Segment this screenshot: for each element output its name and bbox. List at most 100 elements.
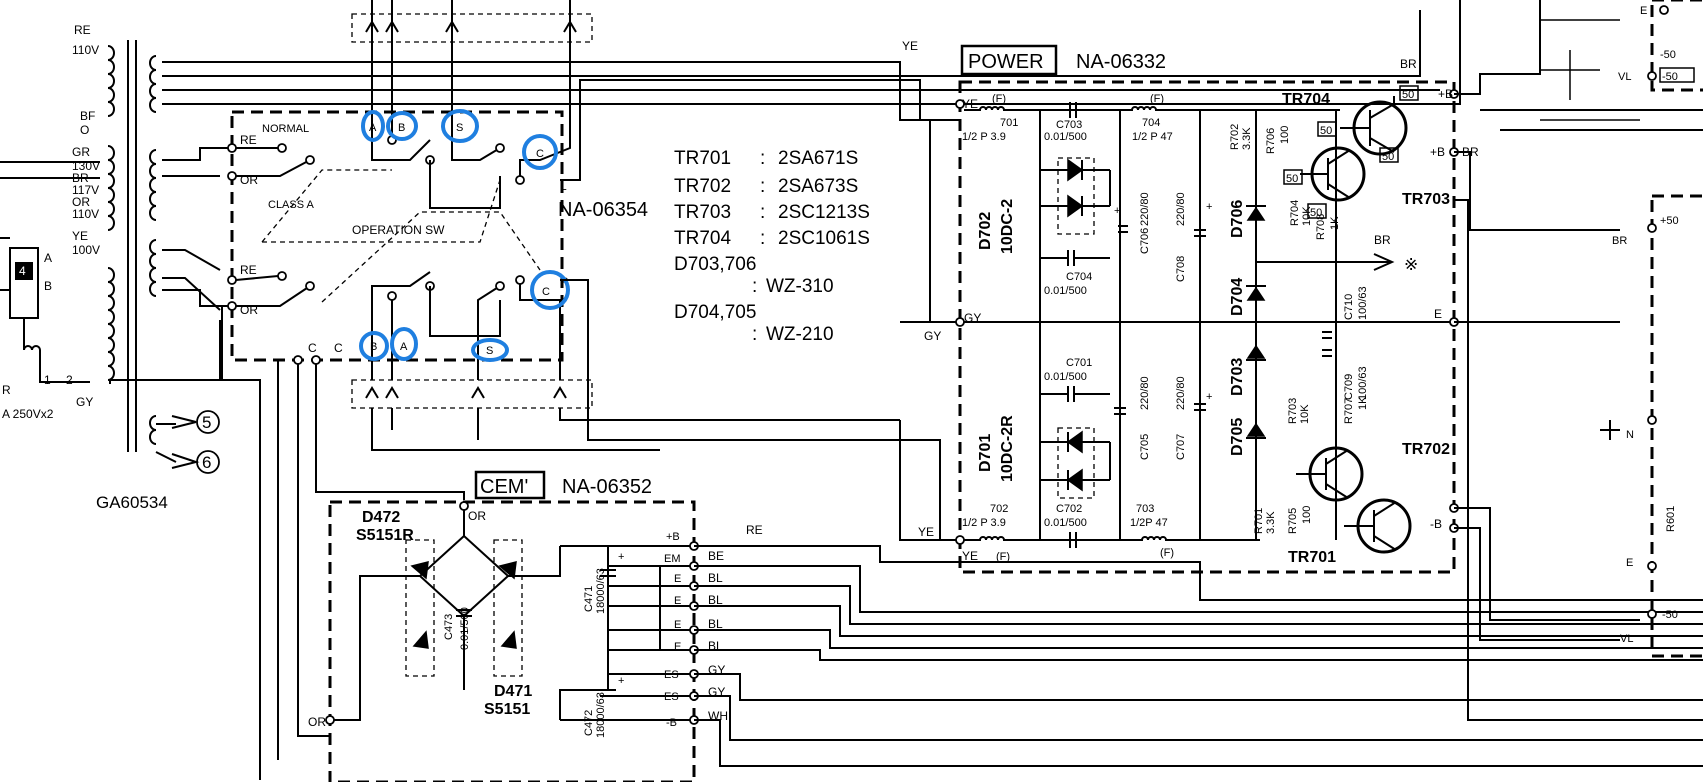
parts-value: 2SC1213S — [778, 202, 870, 223]
transformer-part-number: GA60534 — [96, 493, 168, 512]
cem-pin-label: E — [674, 641, 681, 653]
arrow — [155, 451, 200, 469]
capacitor-value: 0.01/500 — [1044, 285, 1087, 297]
resistor-ref: R601 — [1665, 506, 1677, 532]
resistor-ref: R703 — [1287, 398, 1299, 424]
wire-color: BR — [1400, 57, 1417, 71]
switch-board-part: NA-06354 — [558, 199, 648, 221]
pin-label: -50 — [1662, 71, 1678, 83]
cem-title: CEM' — [480, 476, 528, 498]
resistor-value: 1/2 P 3.9 — [962, 131, 1006, 143]
primary-winding — [107, 45, 115, 117]
pin-gy — [955, 317, 965, 327]
resistor-value: 1/2 P 3.9 — [962, 517, 1006, 529]
diode-value: 10DC-2 — [999, 199, 1016, 254]
resistor-ref: 703 — [1136, 503, 1154, 515]
fuse-label: (F) — [1160, 547, 1174, 559]
wire-color: YE — [902, 39, 918, 53]
heatsink-tag: 50 — [1320, 125, 1332, 137]
parts-value: 2SA673S — [778, 176, 858, 197]
capacitor-value: 100/63 — [1357, 286, 1369, 320]
transistor-ref: TR703 — [1402, 191, 1450, 208]
switch-contact — [371, 42, 431, 161]
mains-wire — [0, 161, 100, 291]
pin-label: C — [334, 341, 343, 355]
connector-arrows — [365, 386, 900, 451]
fuse-label: (F) — [996, 551, 1010, 563]
parts-sep: : — [760, 148, 765, 169]
primary-winding — [107, 145, 115, 231]
highlight-contact-s — [441, 109, 479, 143]
tap-label: 100V — [72, 243, 100, 257]
parts-value: 2SA671S — [778, 148, 858, 169]
pin-label: RE — [240, 263, 257, 277]
tap-label: 1 — [44, 373, 51, 387]
pin-label: +50 — [1660, 215, 1679, 227]
output-number: 5 — [202, 413, 211, 432]
resistor-ref: R704 — [1289, 200, 1301, 226]
wire-cross — [162, 249, 221, 271]
cem-pin-label: EM — [664, 553, 681, 565]
svg-text:+: + — [1206, 201, 1212, 213]
switch-lever — [236, 285, 311, 307]
cem-title-box — [474, 470, 546, 500]
fuse-holder: 4 A B R A 250Vx2 — [0, 161, 100, 421]
switch-label: NORMAL — [262, 123, 309, 135]
contact-label: B — [398, 122, 405, 134]
resistor-ref: 702 — [990, 503, 1008, 515]
svg-text:+: + — [618, 675, 624, 687]
switch-label: CLASS A — [268, 199, 315, 211]
capacitor-ref: C703 — [1056, 119, 1082, 131]
capacitor-value: 18000/63 — [595, 692, 607, 738]
parts-sep: : — [760, 176, 765, 197]
capacitor-c703 — [1039, 102, 1120, 132]
parts-value: WZ-210 — [766, 324, 834, 345]
transformer: RE 110V BF O GR 130V BR 117V OR 110V YE … — [44, 23, 220, 512]
heatsink-tag: 50 — [1382, 151, 1394, 163]
parts-sep: : — [760, 202, 765, 223]
resistor-value: 1K — [1357, 396, 1369, 410]
heatsink-tag: 50 — [1286, 173, 1298, 185]
diode-ref: D703 — [1229, 358, 1246, 396]
pin-label: OR — [468, 509, 486, 523]
capacitor-value: 100/63 — [1357, 366, 1369, 400]
capacitor-value: 0.01/500 — [1044, 517, 1087, 529]
highlight-contact-s — [471, 338, 509, 362]
fuse-pin-label: A — [44, 251, 52, 265]
resistor-ref: R702 — [1229, 124, 1241, 150]
resistor-value: 10K — [1299, 404, 1311, 424]
wire — [162, 10, 1421, 77]
crosshair — [1540, 50, 1600, 100]
contact-label: S — [486, 345, 493, 357]
capacitor-value: 220/80 — [1175, 192, 1187, 226]
cem-pin-label: ES — [664, 669, 679, 681]
parts-sep: : — [752, 324, 757, 345]
resistor-ref: R708 — [1315, 214, 1327, 240]
wire-color: BR — [1374, 233, 1391, 247]
contact-label: C — [536, 148, 544, 160]
capacitor-c471 — [600, 569, 616, 577]
capacitor-value: 0.01/500 — [1044, 371, 1087, 383]
wire-color: BL — [708, 571, 723, 585]
connector-arrows — [365, 0, 577, 42]
pin-label: -B — [1430, 517, 1442, 531]
switch-name: OPERATION SW — [352, 223, 445, 237]
wire-color: RE — [746, 523, 763, 537]
diode-ref: D704 — [1229, 278, 1246, 316]
resistor-value: 100 — [1301, 506, 1313, 524]
cem-board: CEM' NA-06352 D472 S5151R D471 S5151 OR … — [308, 470, 763, 782]
capacitor-ref: C702 — [1056, 503, 1082, 515]
svg-text:+: + — [618, 551, 624, 563]
capacitor-ref: C471 — [583, 586, 595, 612]
note-mark: ※ — [1404, 255, 1418, 274]
capacitor-c705 — [1114, 407, 1126, 415]
wire-color: YE — [918, 525, 934, 539]
tap-label: 2 — [66, 373, 73, 387]
resistor-value: 1/2P 47 — [1130, 517, 1168, 529]
cem-pin-label: E — [674, 619, 681, 631]
bridge-rectifier — [330, 506, 561, 721]
pin-label: BR — [1612, 235, 1627, 247]
wire — [297, 360, 330, 737]
parts-ref: TR701 — [674, 148, 731, 169]
